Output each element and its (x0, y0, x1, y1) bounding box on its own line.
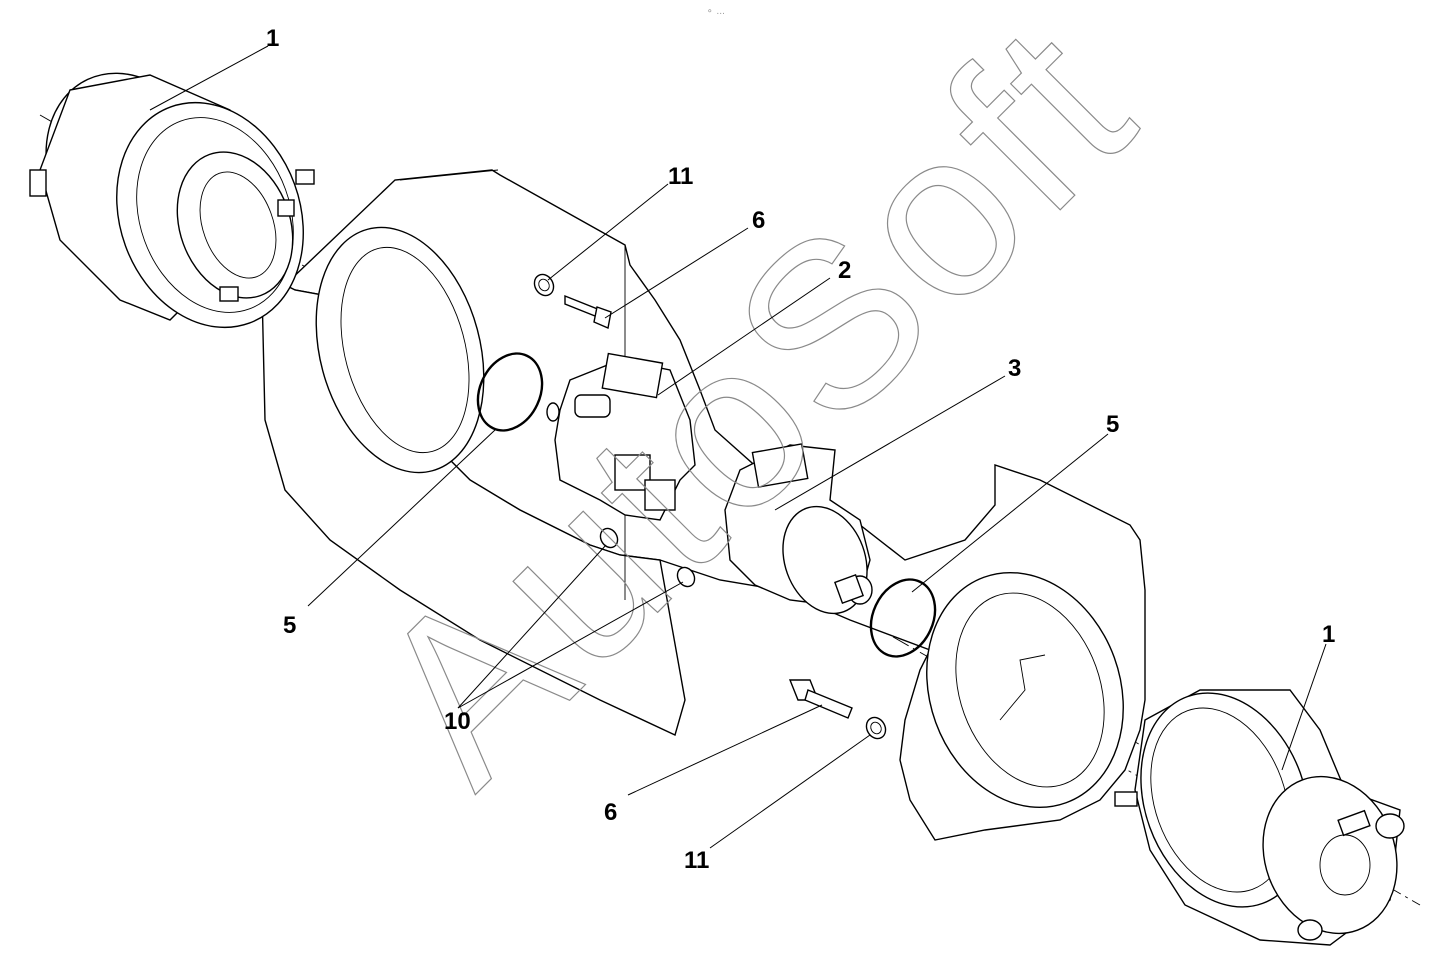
bolt-bottom (788, 679, 853, 719)
callout-labels: 1 11 6 2 3 5 5 10 1 6 11 (266, 25, 1335, 874)
callout-10: 10 (444, 708, 471, 735)
callout-11-top: 11 (668, 163, 693, 190)
leader-lines (149, 45, 1327, 849)
hydraulic-motor-3 (724, 443, 873, 615)
callout-5-right: 5 (1106, 411, 1119, 438)
callout-1-bottom: 1 (1322, 621, 1335, 648)
callout-3: 3 (1008, 355, 1021, 382)
callout-11-bottom: 11 (684, 847, 709, 874)
hydraulic-motor-2 (546, 352, 696, 521)
bolt-top (564, 294, 612, 329)
washer-bottom (865, 716, 887, 740)
axle-housing (261, 169, 1146, 841)
callout-2: 2 (838, 257, 851, 284)
top-indicator: ⚬ ... (706, 7, 725, 17)
callout-6-bottom: 6 (604, 799, 617, 826)
callout-1-top: 1 (266, 25, 279, 52)
o-ring-left (476, 352, 544, 432)
final-drive-right (1114, 689, 1405, 946)
callout-5-left: 5 (283, 612, 296, 639)
callout-6-top: 6 (752, 207, 765, 234)
washer-10b (676, 566, 696, 588)
washer-10a (599, 527, 619, 549)
o-ring-right (869, 578, 937, 658)
final-drive-left (29, 72, 315, 329)
